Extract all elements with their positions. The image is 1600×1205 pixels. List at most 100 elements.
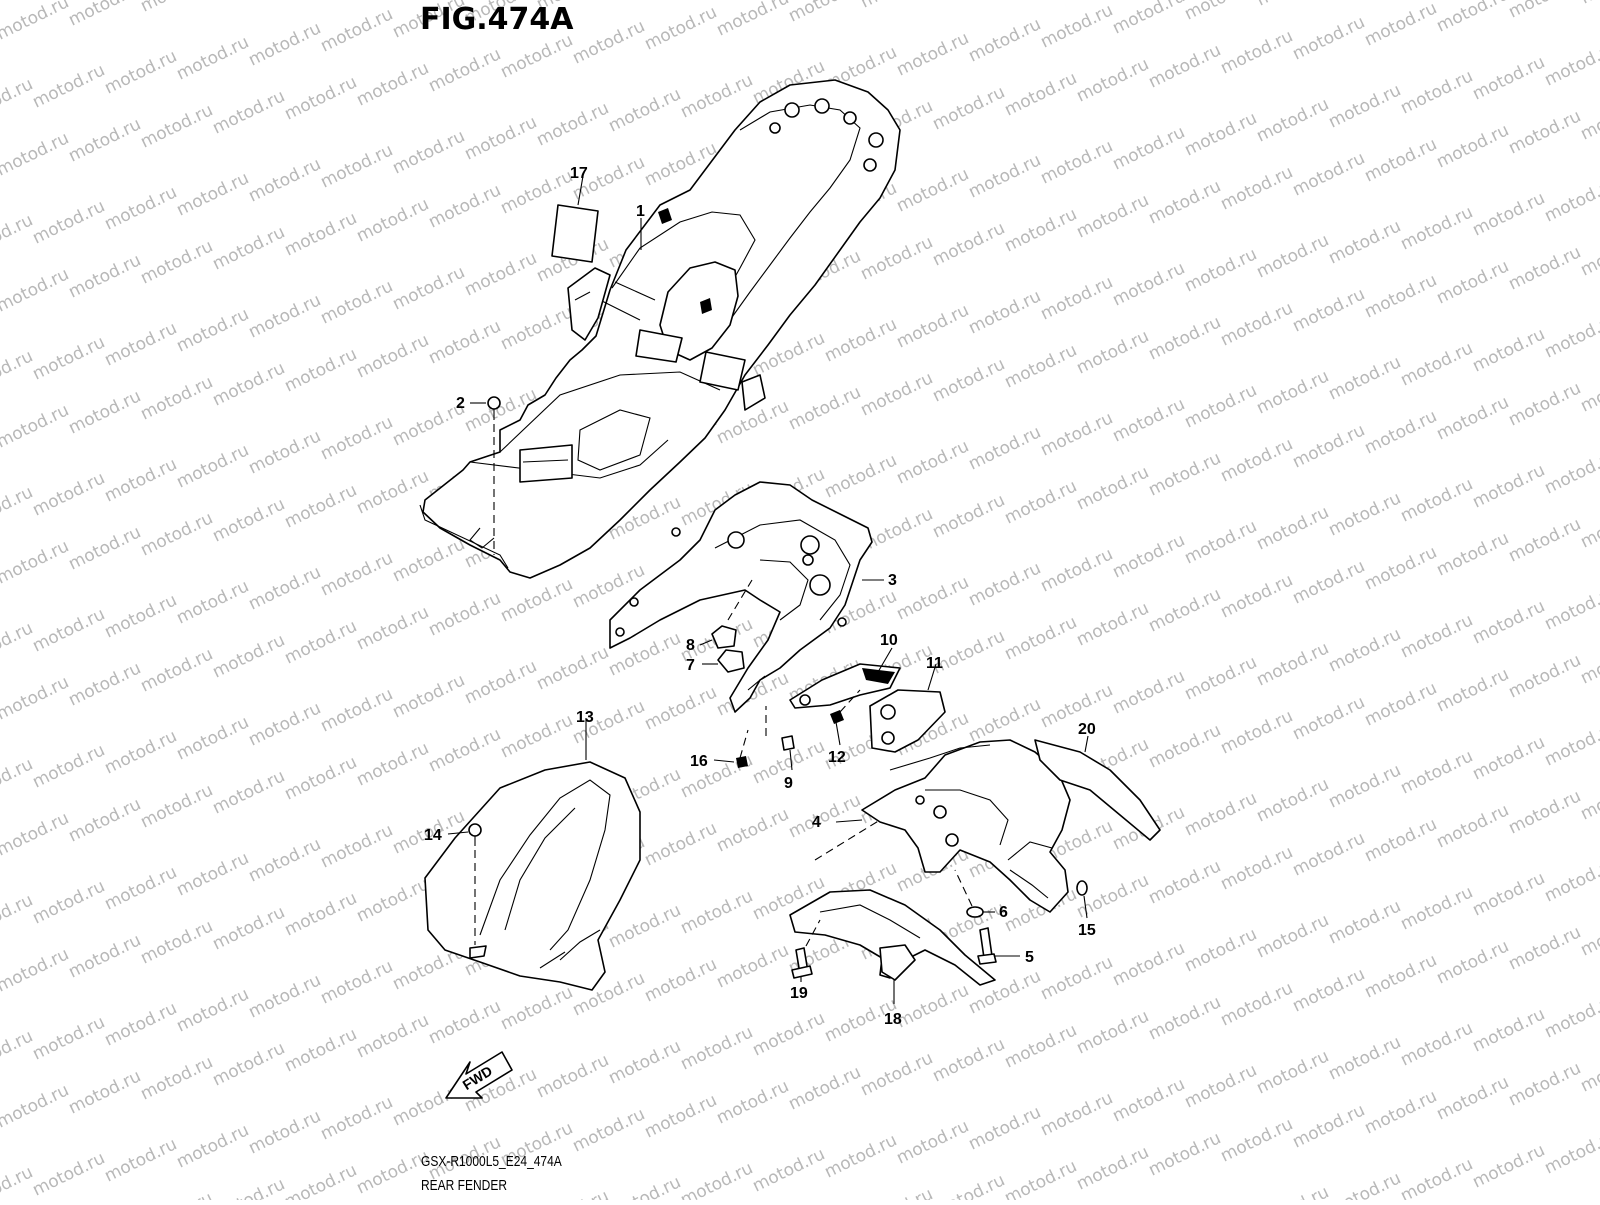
watermark-text: motod.ru xyxy=(1145,448,1224,500)
watermark-text: motod.ru xyxy=(1361,950,1440,1002)
watermark-text: motod.ru xyxy=(605,84,684,136)
watermark-text: motod.ru xyxy=(713,0,792,40)
part-7-grommet xyxy=(718,650,744,672)
watermark-text: motod.ru xyxy=(1325,352,1404,404)
watermark-text: motod.ru xyxy=(281,752,360,804)
watermark-text: motod.ru xyxy=(65,386,144,438)
watermark-text: motod.ru xyxy=(1505,650,1584,702)
watermark-text: motod.ru xyxy=(1505,242,1584,294)
callout-9: 9 xyxy=(784,775,793,792)
watermark-text: motod.ru xyxy=(677,1158,756,1200)
watermark-text: motod.ru xyxy=(353,738,432,790)
watermark-text: motod.ru xyxy=(353,874,432,926)
watermark-text: motod.ru xyxy=(209,494,288,546)
watermark-text: motod.ru xyxy=(101,998,180,1050)
watermark-text: motod.ru xyxy=(965,14,1044,66)
part-9-bolt xyxy=(766,706,794,750)
watermark-text: motod.ru xyxy=(1397,1154,1476,1200)
watermark-text: motod.ru xyxy=(209,1038,288,1090)
watermark-text: motod.ru xyxy=(0,210,36,262)
watermark-text: motod.ru xyxy=(209,358,288,410)
watermark-text: motod.ru xyxy=(1217,842,1296,894)
watermark-text: motod.ru xyxy=(1361,406,1440,458)
watermark-text: motod.ru xyxy=(1433,392,1512,444)
watermark-text: motod.ru xyxy=(173,440,252,492)
watermark-text: motod.ru xyxy=(929,490,1008,542)
watermark-text: motod.ru xyxy=(821,314,900,366)
callout-12: 12 xyxy=(828,749,846,766)
watermark-text: motod.ru xyxy=(1037,680,1116,732)
callout-2: 2 xyxy=(456,395,465,412)
watermark-text: motod.ru xyxy=(1361,0,1440,50)
watermark-text: motod.ru xyxy=(1505,378,1584,430)
watermark-text: motod.ru xyxy=(1469,732,1548,784)
watermark-text: motod.ru xyxy=(101,1134,180,1186)
watermark-text: motod.ru xyxy=(173,304,252,356)
watermark-text: motod.ru xyxy=(281,616,360,668)
watermark-text: motod.ru xyxy=(1289,12,1368,64)
watermark-text: motod.ru xyxy=(281,72,360,124)
watermark-text: motod.ru xyxy=(245,154,324,206)
watermark-text: motod.ru xyxy=(1325,760,1404,812)
watermark-text: motod.ru xyxy=(1325,488,1404,540)
callout-6: 6 xyxy=(999,904,1008,921)
watermark-text: motod.ru xyxy=(317,820,396,872)
watermark-text: motod.ru xyxy=(821,450,900,502)
watermark-text: motod.ru xyxy=(1037,0,1116,52)
watermark-text: motod.ru xyxy=(1361,542,1440,594)
callout-18: 18 xyxy=(884,1011,902,1028)
watermark-text: motod.ru xyxy=(245,426,324,478)
watermark-text: motod.ru xyxy=(1505,0,1584,22)
part-4-rear-fender xyxy=(862,740,1070,912)
watermark-text: motod.ru xyxy=(1397,474,1476,526)
watermark-text: motod.ru xyxy=(101,590,180,642)
watermark-text: motod.ru xyxy=(101,726,180,778)
watermark-text: motod.ru xyxy=(1541,174,1600,226)
watermark-text: motod.ru xyxy=(29,740,108,792)
watermark-text: motod.ru xyxy=(1325,896,1404,948)
watermark-text: motod.ru xyxy=(101,862,180,914)
watermark-text: motod.ru xyxy=(1361,814,1440,866)
watermark-text: motod.ru xyxy=(1145,312,1224,364)
watermark-text: motod.ru xyxy=(1289,148,1368,200)
watermark-text: motod.ru xyxy=(209,1174,288,1200)
watermark-text: motod.ru xyxy=(425,316,504,368)
watermark-text: motod.ru xyxy=(1145,1128,1224,1180)
watermark-text: motod.ru xyxy=(1109,394,1188,446)
part-5-bolt xyxy=(978,928,996,964)
watermark-text: motod.ru xyxy=(137,372,216,424)
watermark-text: motod.ru xyxy=(0,128,72,180)
watermark-text: motod.ru xyxy=(641,682,720,734)
watermark-text: motod.ru xyxy=(605,1036,684,1088)
callout-20: 20 xyxy=(1078,721,1096,738)
watermark-text: motod.ru xyxy=(281,480,360,532)
watermark-text: motod.ru xyxy=(0,944,72,996)
watermark-text: motod.ru xyxy=(605,1172,684,1200)
watermark-text: motod.ru xyxy=(1361,134,1440,186)
watermark-text: motod.ru xyxy=(209,630,288,682)
watermark-text: motod.ru xyxy=(1145,176,1224,228)
watermark-text: motod.ru xyxy=(1001,68,1080,120)
callout-19: 19 xyxy=(790,985,808,1002)
watermark-text: motod.ru xyxy=(1181,1060,1260,1112)
watermark-text: motod.ru xyxy=(317,140,396,192)
watermark-text: motod.ru xyxy=(29,60,108,112)
watermark-text: motod.ru xyxy=(1325,216,1404,268)
watermark-text: motod.ru xyxy=(1577,0,1600,8)
watermark-text: motod.ru xyxy=(137,508,216,560)
watermark-text: motod.ru xyxy=(0,346,36,398)
watermark-text: motod.ru xyxy=(821,1130,900,1182)
watermark-text: motod.ru xyxy=(1073,1142,1152,1194)
watermark-text: motod.ru xyxy=(1217,1114,1296,1166)
watermark-text: motod.ru xyxy=(65,250,144,302)
watermark-text: motod.ru xyxy=(1109,258,1188,310)
watermark-text: motod.ru xyxy=(389,670,468,722)
watermark-text: motod.ru xyxy=(1181,108,1260,160)
watermark-text: motod.ru xyxy=(281,344,360,396)
watermark-text: motod.ru xyxy=(1253,1046,1332,1098)
watermark-text: motod.ru xyxy=(1469,324,1548,376)
watermark-text: motod.ru xyxy=(569,16,648,68)
watermark-text: motod.ru xyxy=(1433,120,1512,172)
watermark-text: motod.ru xyxy=(1541,446,1600,498)
